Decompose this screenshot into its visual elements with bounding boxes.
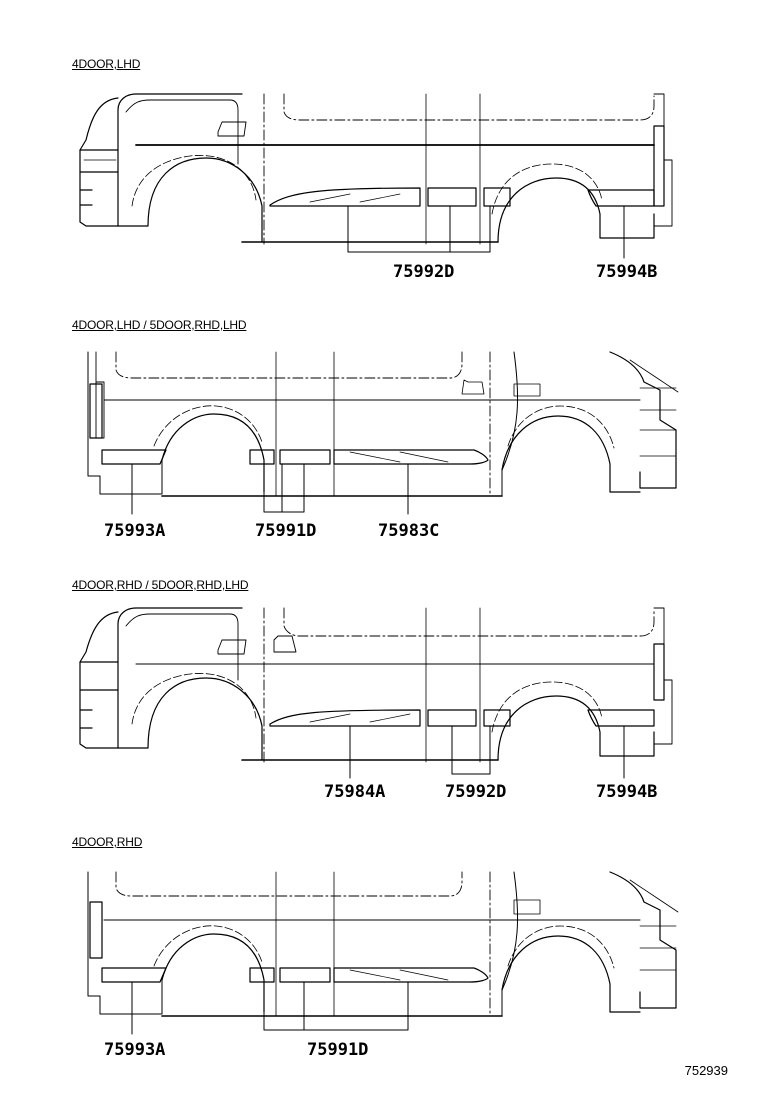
part-code: 75991D xyxy=(255,521,317,541)
van-side-view-3 xyxy=(79,607,673,779)
van-side-view-4 xyxy=(87,871,679,1035)
section-1-title: 4DOOR,LHD xyxy=(72,57,141,71)
part-code: 75992D xyxy=(445,782,507,802)
part-code: 75984A xyxy=(324,782,386,802)
section-2-title: 4DOOR,LHD / 5DOOR,RHD,LHD xyxy=(72,318,247,332)
section-4-title: 4DOOR,RHD xyxy=(72,835,143,849)
part-code: 75993A xyxy=(104,1040,166,1060)
section-3-title: 4DOOR,RHD / 5DOOR,RHD,LHD xyxy=(72,578,249,592)
van-side-view-1 xyxy=(79,93,673,259)
part-code: 75994B xyxy=(596,262,658,282)
diagram-id: 752939 xyxy=(684,1063,728,1078)
part-code: 75992D xyxy=(393,262,455,282)
part-code: 75983C xyxy=(378,521,440,541)
part-code: 75991D xyxy=(307,1040,369,1060)
part-code: 75994B xyxy=(596,782,658,802)
part-code: 75993A xyxy=(104,521,166,541)
van-side-view-2 xyxy=(87,351,679,515)
